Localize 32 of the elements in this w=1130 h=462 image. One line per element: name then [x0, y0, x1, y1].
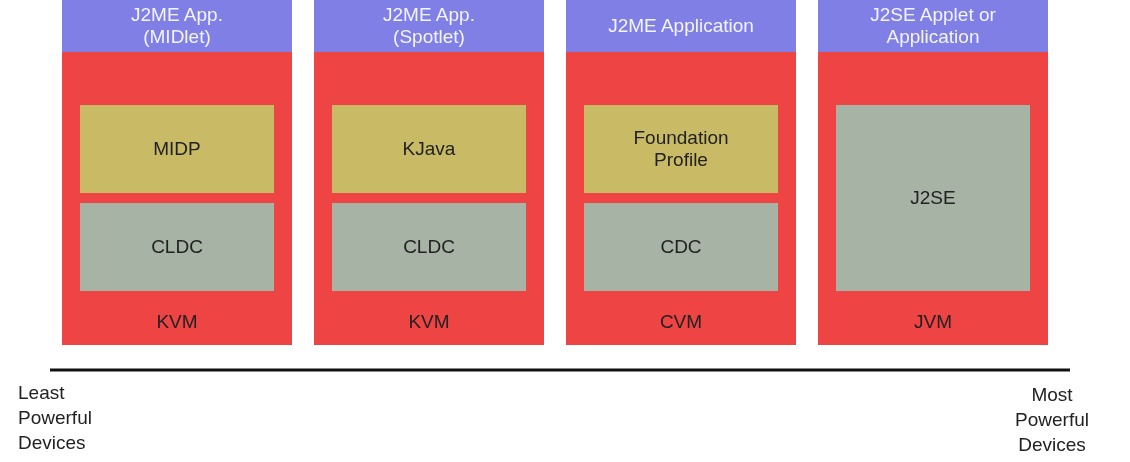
layer-panel — [80, 203, 274, 291]
header-band — [314, 0, 544, 52]
layer-panel — [836, 105, 1030, 291]
scale-end-label: Most Powerful Devices — [1014, 383, 1090, 457]
layer-label: CLDC — [402, 236, 456, 258]
layer-panel — [584, 203, 778, 291]
layer-panel — [584, 105, 778, 193]
vm-label: CVM — [658, 311, 704, 333]
layer-label: J2SE — [909, 187, 957, 209]
layer-label: MIDP — [152, 138, 202, 160]
header-label: J2ME Application — [607, 15, 755, 37]
header-band — [62, 0, 292, 52]
layer-label: KJava — [401, 138, 457, 160]
layer-panel — [80, 105, 274, 193]
stack-column — [818, 0, 1048, 345]
layer-label: CLDC — [150, 236, 204, 258]
layer-panel — [332, 105, 526, 193]
header-band — [566, 0, 796, 52]
layer-label: Foundation Profile — [632, 127, 730, 171]
vm-label: KVM — [407, 311, 451, 333]
header-label: J2SE Applet or Application — [869, 4, 997, 48]
scale-end-label: Least Powerful Devices — [18, 381, 93, 455]
stack-column — [314, 0, 544, 345]
layer-panel — [332, 203, 526, 291]
header-label: J2ME App. (Spotlet) — [382, 4, 476, 48]
header-label: J2ME App. (MIDlet) — [130, 4, 224, 48]
stack-column — [566, 0, 796, 345]
vm-label: JVM — [913, 311, 953, 333]
layer-label: CDC — [659, 236, 703, 258]
vm-label: KVM — [155, 311, 199, 333]
header-band — [818, 0, 1048, 52]
stack-column — [62, 0, 292, 345]
